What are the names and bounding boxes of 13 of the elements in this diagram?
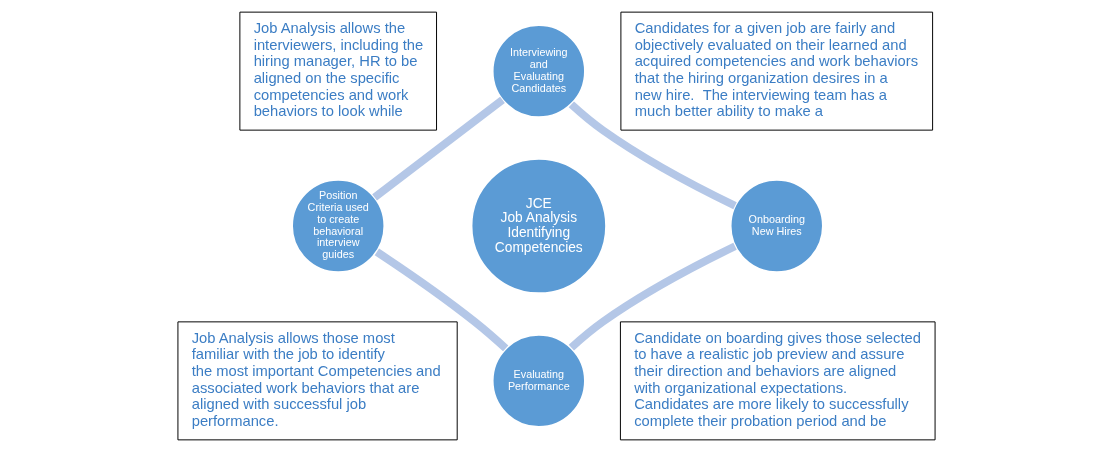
node-circle: Evaluating Performance <box>491 333 586 429</box>
node-circle: Position Criteria used to create behavioral interview guides <box>291 178 386 274</box>
connector <box>568 242 737 351</box>
connector <box>374 248 509 352</box>
node-box: Candidates for a given job are fairly and objectively evaluated on their learned and acquired competencies and work behaviors that the hiring organization desires in a new hire. The interviewing team has a much better ability to make a <box>620 11 934 131</box>
connector <box>372 96 505 201</box>
node-box: Job Analysis allows the interviewers, including the hiring manager, HR to be aligned on the specific competencies and work behaviors to look while <box>239 11 438 131</box>
node-box: Candidate on boarding gives those selected to have a realistic job preview and assure their direction and behaviors are aligned with organizational expectations. Candidates are more likely to successfully complete their probation period and be <box>619 321 936 441</box>
node-circle: JCE Job Analysis Identifying Competencies <box>470 157 608 295</box>
node-box: Job Analysis allows those most familiar with the job to identify the most important Competencies and associated work behaviors that are aligned with successful job performance. <box>177 321 458 441</box>
connector <box>568 101 737 210</box>
node-circle: Interviewing and Evaluating Candidates <box>491 23 586 119</box>
node-circle: Onboarding New Hires <box>729 178 824 274</box>
